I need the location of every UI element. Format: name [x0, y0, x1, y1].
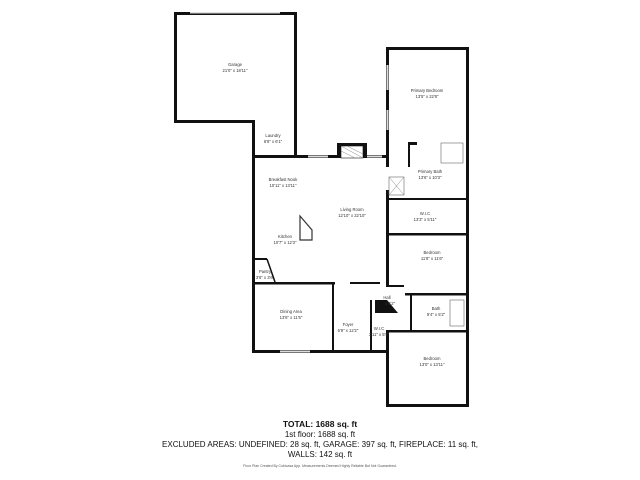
room-bath-dims: 9'4" x 5'2": [427, 312, 446, 317]
room-primary-bath-name: Primary Bath: [418, 169, 443, 174]
room-bedroom-2-name: Bedroom: [424, 250, 442, 255]
room-pantry-name: Pantry: [259, 269, 272, 274]
room-primary-bath-dims: 13'6" x 10'3": [419, 175, 442, 180]
room-foyer-name: Foyer: [343, 322, 354, 327]
room-wic-small-dims: 3'11" x 5'9": [369, 332, 390, 337]
room-breakfast-nook-name: Breakfast Nook: [269, 177, 299, 182]
excluded-areas: EXCLUDED AREAS: UNDEFINED: 28 sq. ft, GA…: [162, 440, 478, 449]
room-wic-primary-name: W.I.C: [420, 211, 430, 216]
room-labels: Garage 21'0" x 18'11" Primary Bedroom 13…: [223, 62, 446, 367]
bath-tub: [449, 299, 465, 327]
first-floor-area: 1st floor: 1688 sq. ft: [284, 430, 356, 439]
room-bedroom-3-name: Bedroom: [424, 356, 442, 361]
room-primary-bedroom-dims: 13'5" x 22'8": [416, 94, 439, 99]
room-wic-primary-dims: 13'3" x 5'11": [414, 217, 437, 222]
room-dining-area-name: Dining Area: [280, 309, 302, 314]
walls-area: WALLS: 142 sq. ft: [287, 450, 353, 459]
floor-plan: Garage 21'0" x 18'11" Primary Bedroom 13…: [174, 12, 469, 407]
room-breakfast-nook-dims: 10'11" x 13'11": [269, 183, 297, 188]
room-wic-small-name: W.I.C: [374, 326, 384, 331]
room-laundry-dims: 6'8" x 6'1": [264, 139, 283, 144]
room-kitchen-name: Kitchen: [278, 234, 293, 239]
room-primary-bedroom-name: Primary Bedroom: [411, 88, 444, 93]
room-pantry-dims: 3'6" x 3'6": [256, 275, 275, 280]
room-bath-name: Bath: [432, 306, 441, 311]
room-kitchen-dims: 10'7" x 12'3": [274, 240, 297, 245]
room-hall-dims: x 9'2": [385, 301, 396, 306]
bathtub: [440, 142, 464, 164]
room-garage-name: Garage: [228, 62, 243, 67]
walls: [174, 12, 469, 407]
room-bedroom-3-dims: 13'0" x 13'11": [420, 362, 445, 367]
credit-note: Floor Plan Created By Cubicasa App. Meas…: [243, 464, 397, 468]
total-area: TOTAL: 1688 sq. ft: [282, 419, 358, 429]
room-living-room-name: Living Room: [340, 207, 364, 212]
room-foyer-dims: 5'9" x 12'2": [338, 328, 359, 333]
room-dining-area-dims: 13'6" x 11'5": [280, 315, 303, 320]
room-bedroom-2-dims: 11'8" x 11'6": [421, 256, 444, 261]
room-garage-dims: 21'0" x 18'11": [223, 68, 248, 73]
room-living-room-dims: 12'10" x 22'10": [338, 213, 366, 218]
room-laundry-name: Laundry: [265, 133, 281, 138]
room-hall-name: Hall: [383, 295, 390, 300]
